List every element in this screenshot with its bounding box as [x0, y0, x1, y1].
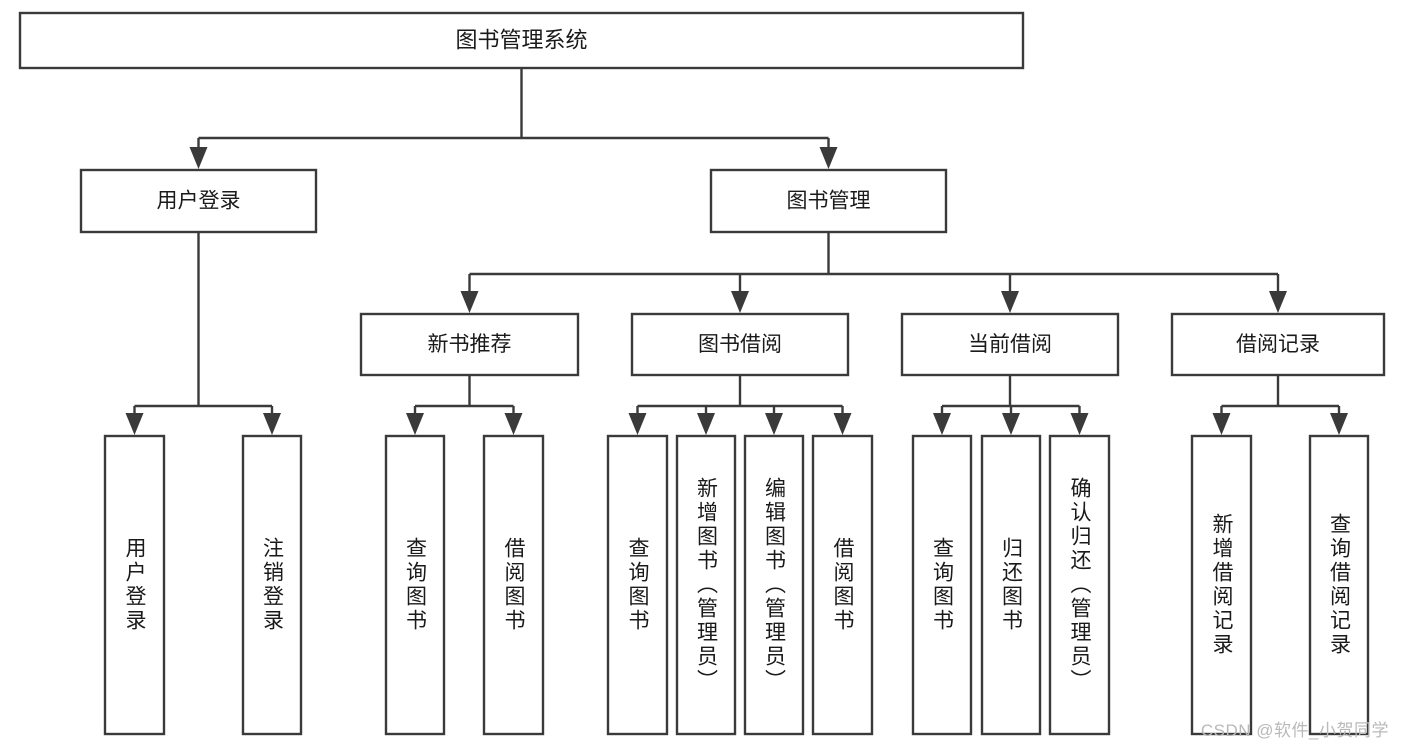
node-box-level2-3[interactable] — [1170, 312, 1386, 377]
arrow-head-icon — [1269, 291, 1287, 313]
node-box-leaf-7[interactable] — [811, 434, 874, 736]
node-box-leaf-11[interactable] — [1190, 434, 1253, 736]
arrow-head-icon — [731, 291, 749, 313]
node-label-root: 图书管理系统 — [455, 27, 587, 52]
node-box-leaf-3[interactable] — [482, 434, 545, 736]
arrow-head-icon — [933, 413, 951, 435]
node-box-level1-1[interactable] — [709, 168, 948, 234]
node-label-level2-2: 当前借阅 — [968, 333, 1052, 356]
arrow-head-icon — [765, 413, 783, 435]
arrow-head-icon — [628, 413, 647, 435]
node-label-level2-0: 新书推荐 — [428, 333, 512, 356]
node-box-leaf-8[interactable] — [911, 434, 973, 736]
node-box-leaf-1[interactable] — [241, 434, 303, 736]
arrow-head-icon — [697, 413, 715, 435]
node-box-leaf-4[interactable] — [606, 434, 669, 736]
arrow-head-icon — [189, 147, 208, 169]
arrow-head-icon — [1212, 413, 1231, 435]
node-box-level2-0[interactable] — [359, 312, 580, 377]
arrow-head-icon — [263, 413, 281, 435]
node-label-level1-0: 用户登录 — [157, 190, 241, 213]
node-box-leaf-9[interactable] — [980, 434, 1042, 736]
arrow-head-icon — [1070, 413, 1089, 435]
node-label-level1-1: 图书管理 — [787, 190, 871, 213]
node-box-layer — [18, 11, 1386, 736]
arrow-head-icon — [125, 413, 144, 435]
arrow-head-icon — [1001, 291, 1019, 313]
node-box-leaf-5[interactable] — [675, 434, 737, 736]
node-box-leaf-10[interactable] — [1048, 434, 1111, 736]
connector-layer — [125, 68, 1348, 435]
arrow-head-icon — [819, 147, 838, 169]
arrow-head-icon — [1330, 413, 1348, 435]
arrow-head-icon — [460, 291, 479, 313]
node-box-leaf-2[interactable] — [384, 434, 446, 736]
node-label-level2-3: 借阅记录 — [1236, 333, 1320, 356]
node-box-level2-1[interactable] — [630, 312, 850, 377]
node-box-level1-0[interactable] — [79, 168, 318, 234]
arrow-head-icon — [1002, 413, 1020, 435]
watermark-text: CSDN @软件_小贺同学 — [1200, 721, 1389, 740]
node-box-level2-2[interactable] — [900, 312, 1120, 377]
node-box-root[interactable] — [18, 11, 1025, 70]
node-label-level2-1: 图书借阅 — [698, 333, 782, 356]
arrow-head-icon — [504, 413, 523, 435]
node-box-leaf-0[interactable] — [103, 434, 166, 736]
node-box-leaf-12[interactable] — [1308, 434, 1370, 736]
arrow-head-icon — [406, 413, 424, 435]
node-box-leaf-6[interactable] — [743, 434, 805, 736]
arrow-head-icon — [833, 413, 852, 435]
